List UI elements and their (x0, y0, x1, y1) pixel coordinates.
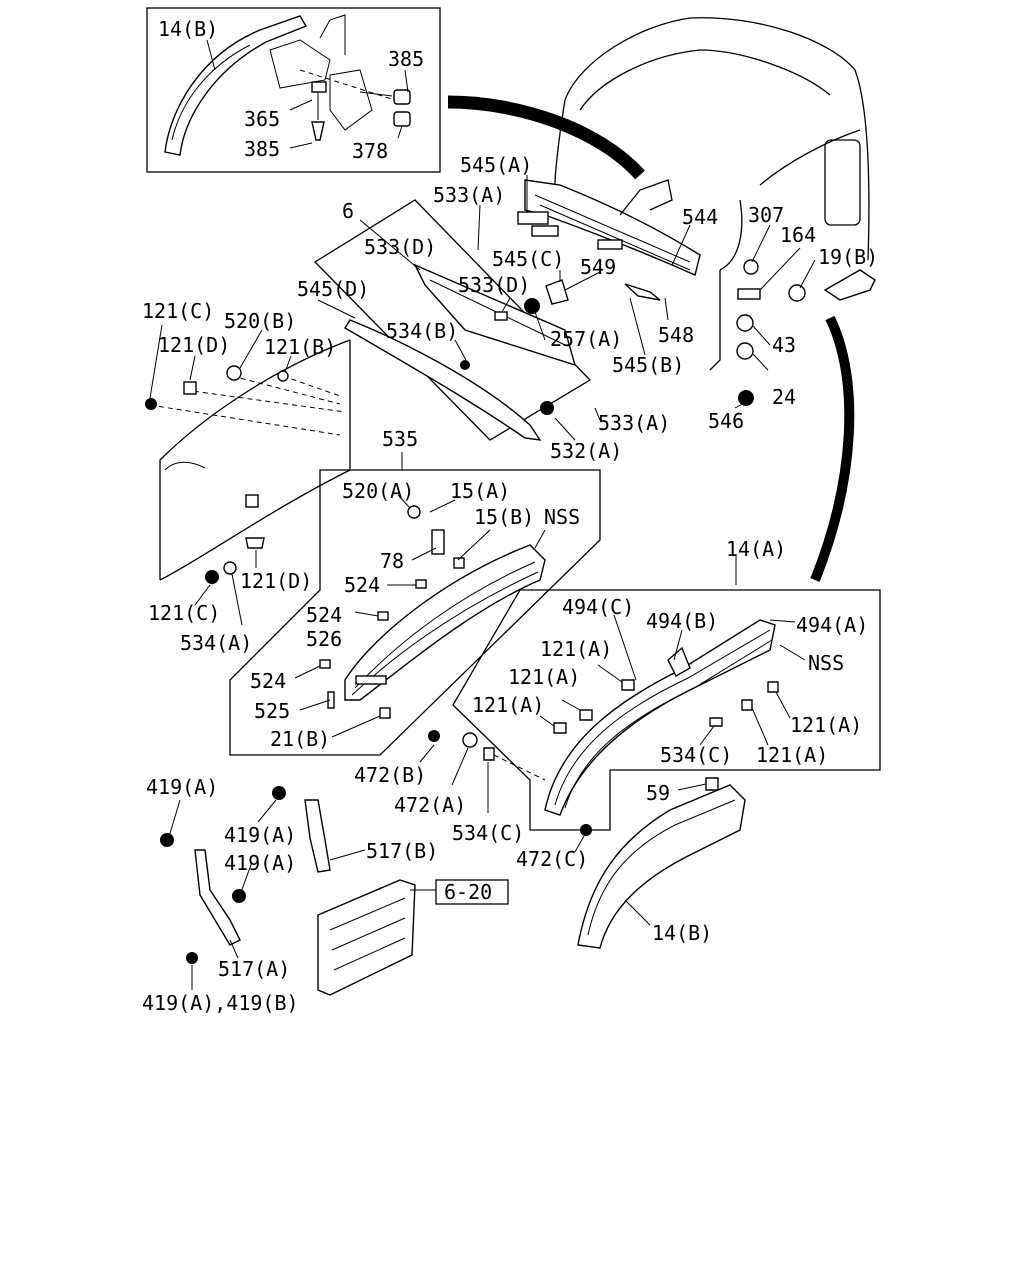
label-544: 544 (682, 205, 718, 229)
label-21b: 21(B) (270, 727, 330, 751)
label-545c: 545(C) (492, 247, 564, 271)
label-nss-2: NSS (808, 651, 844, 675)
label-472a: 472(A) (394, 793, 466, 817)
label-257a: 257(A) (550, 327, 622, 351)
leader-lines (149, 39, 816, 990)
label-14b-top: 14(B) (158, 17, 218, 41)
label-19b: 19(B) (818, 245, 878, 269)
label-121c-top: 121(C) (142, 299, 214, 323)
label-517a: 517(A) (218, 957, 290, 981)
label-121a-2: 121(A) (508, 665, 580, 689)
label-121d-top: 121(D) (158, 333, 230, 357)
label-419a-419b: 419(A),419(B) (142, 991, 299, 1015)
label-307: 307 (748, 203, 784, 227)
label-419a-1: 419(A) (146, 775, 218, 799)
label-526: 526 (306, 627, 342, 651)
label-533a-top: 533(A) (433, 183, 505, 207)
label-121a-3: 121(A) (472, 693, 544, 717)
label-6: 6 (342, 199, 354, 223)
callout-labels: 14(B) 385 365 385 378 545(A) 533(A) 6 53… (142, 17, 878, 1015)
label-385-b: 385 (244, 137, 280, 161)
left-wall (145, 339, 351, 584)
label-121c-bot: 121(C) (148, 601, 220, 625)
label-534c-1: 534(C) (660, 743, 732, 767)
label-494c: 494(C) (562, 595, 634, 619)
label-121a-1: 121(A) (540, 637, 612, 661)
label-494a: 494(A) (796, 613, 868, 637)
label-15b: 15(B) (474, 505, 534, 529)
box-14a (452, 589, 881, 831)
label-533d-1: 533(D) (364, 235, 436, 259)
label-549: 549 (580, 255, 616, 279)
label-121b: 121(B) (264, 335, 336, 359)
panel-6 (313, 199, 592, 441)
label-14a: 14(A) (726, 537, 786, 561)
label-419a-2: 419(A) (224, 823, 296, 847)
label-121a-5: 121(A) (756, 743, 828, 767)
label-546: 546 (708, 409, 744, 433)
label-533d-2: 533(D) (458, 273, 530, 297)
label-520a: 520(A) (342, 479, 414, 503)
label-524-1: 524 (344, 573, 380, 597)
label-385-a: 385 (388, 47, 424, 71)
inset-detail (146, 7, 441, 173)
label-534c-2: 534(C) (452, 821, 524, 845)
loose-fasteners (428, 730, 592, 836)
callout-arrow-right (810, 315, 855, 582)
ref-6-20: 6-20 (444, 880, 492, 904)
label-419a-3: 419(A) (224, 851, 296, 875)
label-164: 164 (780, 223, 816, 247)
label-548: 548 (658, 323, 694, 347)
label-14b-bot: 14(B) (652, 921, 712, 945)
label-545b: 545(B) (612, 353, 684, 377)
label-525: 525 (254, 699, 290, 723)
label-535: 535 (382, 427, 418, 451)
label-532a: 532(A) (550, 439, 622, 463)
label-24: 24 (772, 385, 796, 409)
label-121a-4: 121(A) (790, 713, 862, 737)
label-533a-mid: 533(A) (598, 411, 670, 435)
label-59: 59 (646, 781, 670, 805)
label-78: 78 (380, 549, 404, 573)
label-nss-1: NSS (544, 505, 580, 529)
label-472b: 472(B) (354, 763, 426, 787)
label-520b: 520(B) (224, 309, 296, 333)
callout-arrow-top (447, 95, 645, 180)
label-378: 378 (352, 139, 388, 163)
label-43: 43 (772, 333, 796, 357)
label-365: 365 (244, 107, 280, 131)
label-524-3: 524 (250, 669, 286, 693)
label-517b: 517(B) (366, 839, 438, 863)
trim-14b-lower (577, 777, 746, 949)
label-545a: 545(A) (460, 153, 532, 177)
label-545d: 545(D) (297, 277, 369, 301)
label-121d-bot: 121(D) (240, 569, 312, 593)
step-brackets (160, 786, 509, 996)
label-524-2: 524 (306, 603, 342, 627)
label-534a: 534(A) (180, 631, 252, 655)
label-494b: 494(B) (646, 609, 718, 633)
label-15a: 15(A) (450, 479, 510, 503)
label-472c: 472(C) (516, 847, 588, 871)
box-535 (229, 469, 601, 756)
label-534b: 534(B) (386, 319, 458, 343)
cab-body (517, 17, 876, 406)
